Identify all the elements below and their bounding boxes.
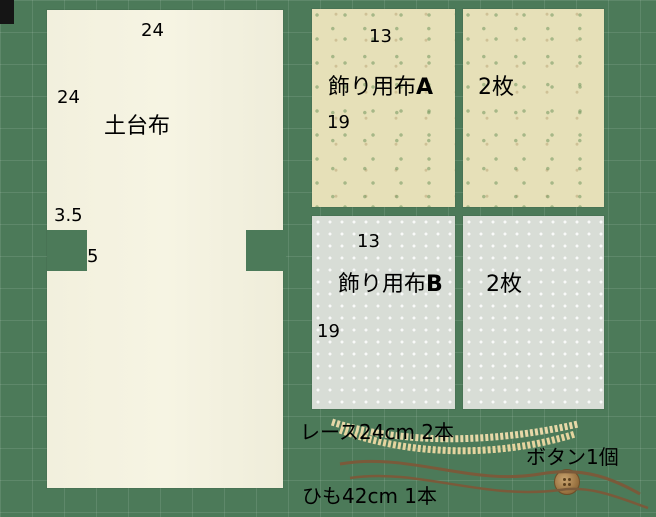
button-hole-icon xyxy=(568,478,571,481)
cord-label: ひも42cm 1本 xyxy=(302,484,438,508)
button-label: ボタン1個 xyxy=(526,445,619,469)
cloth-a-count: 2枚 xyxy=(478,75,514,100)
fabric-a-left xyxy=(312,9,455,207)
cloth-a-label: 飾り用布A xyxy=(328,77,433,99)
cloth-a-width-label: 13 xyxy=(369,26,392,47)
left-notch xyxy=(47,230,87,271)
base-fabric-label: 土台布 xyxy=(104,114,171,139)
fabric-b-right xyxy=(463,216,604,409)
button-hole-icon xyxy=(563,478,566,481)
notch-height-label: 3.5 xyxy=(54,205,83,226)
cloth-b-height-label: 19 xyxy=(317,321,340,342)
cloth-b-count: 2枚 xyxy=(486,272,522,297)
notch-width-label: 5 xyxy=(87,246,99,267)
button-hole-icon xyxy=(563,483,566,486)
fabric-a-right xyxy=(463,9,604,207)
cloth-b-width-label: 13 xyxy=(357,231,380,252)
button-hole-icon xyxy=(568,483,571,486)
cloth-a-height-label: 19 xyxy=(327,112,350,133)
cord xyxy=(339,459,649,510)
cloth-b-label: 飾り用布B xyxy=(338,274,443,296)
cloth-a-letter: A xyxy=(416,75,434,100)
corner-mark xyxy=(0,0,14,24)
cloth-a-name: 飾り用布 xyxy=(328,75,417,100)
base-height-label: 24 xyxy=(57,87,80,108)
lace-label: レース24cm 2本 xyxy=(300,420,455,444)
right-notch xyxy=(246,230,286,271)
fabric-b-left xyxy=(312,216,455,409)
cloth-b-letter: B xyxy=(426,272,443,297)
base-width-label: 24 xyxy=(141,20,164,41)
lace-trims xyxy=(330,418,579,455)
cloth-b-name: 飾り用布 xyxy=(338,272,427,297)
